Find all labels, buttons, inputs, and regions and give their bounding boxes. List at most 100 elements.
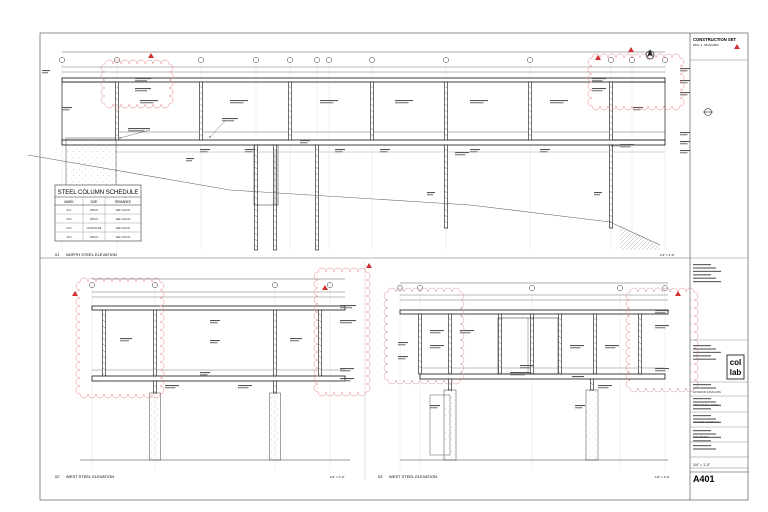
detail-note xyxy=(335,149,345,153)
steel-column xyxy=(254,144,258,251)
south-steel-elevation xyxy=(383,282,699,470)
revision-cloud xyxy=(100,59,174,109)
schedule-cell: W8x31 xyxy=(90,208,99,212)
beam-size-note xyxy=(395,100,413,104)
titleblock-text xyxy=(693,274,711,276)
titleblock-line: COLUMN SCHEDULE xyxy=(693,420,719,424)
revision-delta-icon xyxy=(675,291,681,296)
end-bay-wall xyxy=(610,81,666,141)
connection-note xyxy=(165,385,179,389)
titleblock-text xyxy=(693,408,711,410)
detail-note xyxy=(540,149,550,153)
view-title-south: 03 WEST STEEL ELEVATION 1/4" = 1'-0" xyxy=(378,474,670,479)
stamp-subtitle: PKG. 2 - 05.22.2024 xyxy=(693,43,719,47)
schedule-cell: HSS6x6x3/8 xyxy=(87,226,102,230)
titleblock-text xyxy=(693,440,711,442)
revision-delta-icon xyxy=(595,55,601,60)
titleblock-text xyxy=(693,436,721,438)
titleblock-text xyxy=(693,401,716,403)
svg-text:01: 01 xyxy=(55,252,60,257)
level-marker xyxy=(42,70,50,74)
schedule-title: STEEL COLUMN SCHEDULE xyxy=(58,190,139,196)
svg-text:lab: lab xyxy=(730,368,742,377)
schedule-cell: SC2 xyxy=(66,217,72,221)
titleblock-text xyxy=(693,264,711,266)
connection-note xyxy=(655,368,669,372)
titleblock-line: ELEVATIONS xyxy=(693,435,709,439)
revision-delta-icon xyxy=(628,47,634,52)
beam-note xyxy=(210,340,220,344)
roof-beam xyxy=(61,77,666,83)
floor-beam xyxy=(419,373,666,380)
grid-bubble xyxy=(629,57,635,63)
column-tag xyxy=(427,192,435,196)
steel-post xyxy=(115,81,119,141)
schedule-cell: SC1 xyxy=(66,208,72,212)
connection-note xyxy=(238,385,252,389)
svg-text:WEST STEEL ELEVATION: WEST STEEL ELEVATION xyxy=(66,474,114,479)
steel-post xyxy=(593,313,597,375)
grid-bubble xyxy=(287,57,293,63)
wall-note xyxy=(430,330,444,334)
titleblock-text xyxy=(693,418,716,420)
detail-note xyxy=(200,149,210,153)
steel-post xyxy=(498,313,502,375)
steel-column xyxy=(315,144,319,251)
column-tag xyxy=(594,192,602,196)
steel-column xyxy=(590,378,594,392)
wall-note xyxy=(120,338,132,342)
steel-post xyxy=(609,81,613,141)
schedule-cell: SEE 1/S3.01 xyxy=(116,217,131,221)
connection-note xyxy=(598,385,612,389)
steel-post xyxy=(199,81,203,141)
grid-bubble xyxy=(617,285,623,291)
grid-bubble xyxy=(527,57,533,63)
titleblock-text xyxy=(693,430,711,432)
level-marker xyxy=(680,132,690,136)
stamp-title: CONSTRUCTION SET xyxy=(693,37,736,42)
connection-note xyxy=(340,368,354,372)
revision-cloud xyxy=(75,277,165,399)
svg-text:1/4" = 1'-0": 1/4" = 1'-0" xyxy=(655,475,670,479)
svg-text:03: 03 xyxy=(378,474,383,479)
wall-note xyxy=(398,342,408,346)
revision-delta-icon xyxy=(322,285,328,290)
colab-logo: col lab xyxy=(726,354,745,380)
grid-bubble xyxy=(89,282,95,288)
revision-delta-icon xyxy=(72,291,78,296)
concrete-pier xyxy=(149,392,161,461)
grid-bubble xyxy=(59,57,65,63)
grid-bubble xyxy=(662,57,668,63)
titleblock-text xyxy=(693,270,721,272)
level-tag xyxy=(186,158,194,162)
schedule-header-remarks: REMARKS xyxy=(115,200,131,204)
schedule-cell: SC3 xyxy=(66,226,72,230)
grid-bubble xyxy=(417,285,423,291)
connection-note xyxy=(572,376,584,380)
connection-note xyxy=(455,152,469,156)
grid-bubble xyxy=(326,57,332,63)
roof-beam xyxy=(399,309,669,315)
connection-note xyxy=(655,310,669,314)
steel-post xyxy=(273,309,277,377)
titleblock-text xyxy=(693,404,721,406)
roof-note xyxy=(592,78,606,82)
schedule-cell: SC4 xyxy=(66,235,72,239)
grid-bubble xyxy=(152,282,158,288)
level-tag xyxy=(200,372,210,376)
grid-bubble xyxy=(443,57,449,63)
floor-beam xyxy=(61,139,666,146)
steel-post xyxy=(318,309,322,377)
level-tag xyxy=(520,365,534,369)
steel-column xyxy=(153,380,157,394)
grid-bubble xyxy=(272,282,278,288)
grid-bubble xyxy=(327,282,333,288)
titleblock-text xyxy=(693,358,716,360)
grid-bubble xyxy=(608,57,614,63)
sheet-border xyxy=(39,32,749,501)
grid-bubble xyxy=(253,57,259,63)
steel-post xyxy=(288,81,292,141)
steel-post xyxy=(102,309,106,377)
titleblock-line: EXTERIOR ENVELOPE xyxy=(693,390,721,394)
